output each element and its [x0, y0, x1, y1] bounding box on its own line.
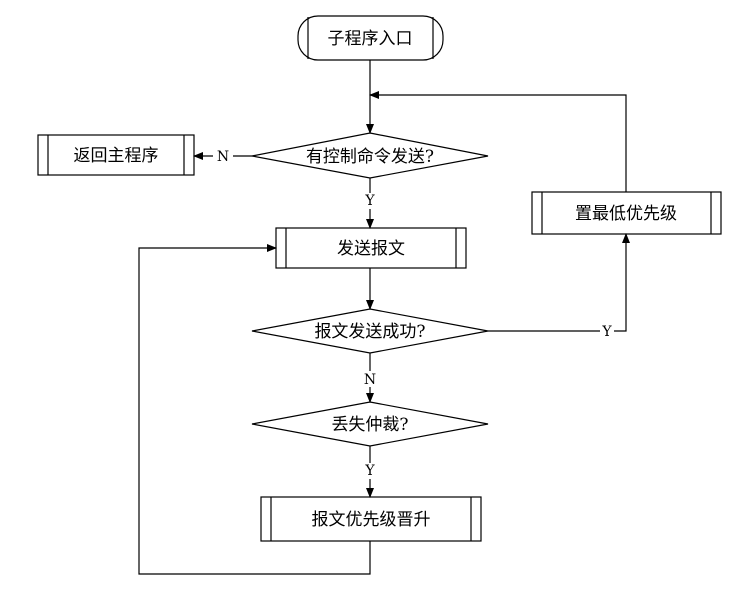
send-message-label: 发送报文	[337, 239, 405, 259]
edge-lowest-loop	[369, 91, 627, 192]
label-lost-yes: Y	[364, 463, 375, 479]
decision-lost-node: 丢失仲裁?	[251, 401, 489, 447]
label-control-no: N	[217, 149, 229, 165]
edge-success-yes-b	[614, 233, 630, 332]
set-lowest-node: 置最低优先级	[531, 191, 722, 235]
label-control-yes: Y	[364, 193, 375, 209]
decision-control-label: 有控制命令发送?	[306, 147, 434, 167]
decision-success-label: 报文发送成功?	[314, 322, 425, 342]
decision-lost-label: 丢失仲裁?	[331, 415, 408, 435]
raise-priority-label: 报文优先级晋升	[312, 510, 431, 530]
start-node: 子程序入口	[297, 15, 444, 61]
edge-raise-loop	[138, 244, 371, 575]
label-success-yes: Y	[601, 324, 612, 340]
start-label: 子程序入口	[328, 29, 413, 49]
label-success-no: N	[364, 372, 376, 388]
send-message-node: 发送报文	[275, 227, 467, 269]
return-main-label: 返回主程序	[74, 146, 159, 166]
set-lowest-label: 置最低优先级	[575, 204, 677, 224]
decision-control-node: 有控制命令发送?	[251, 132, 489, 179]
decision-success-node: 报文发送成功?	[251, 308, 489, 354]
return-main-node: 返回主程序	[37, 134, 195, 176]
raise-priority-node: 报文优先级晋升	[260, 496, 482, 542]
